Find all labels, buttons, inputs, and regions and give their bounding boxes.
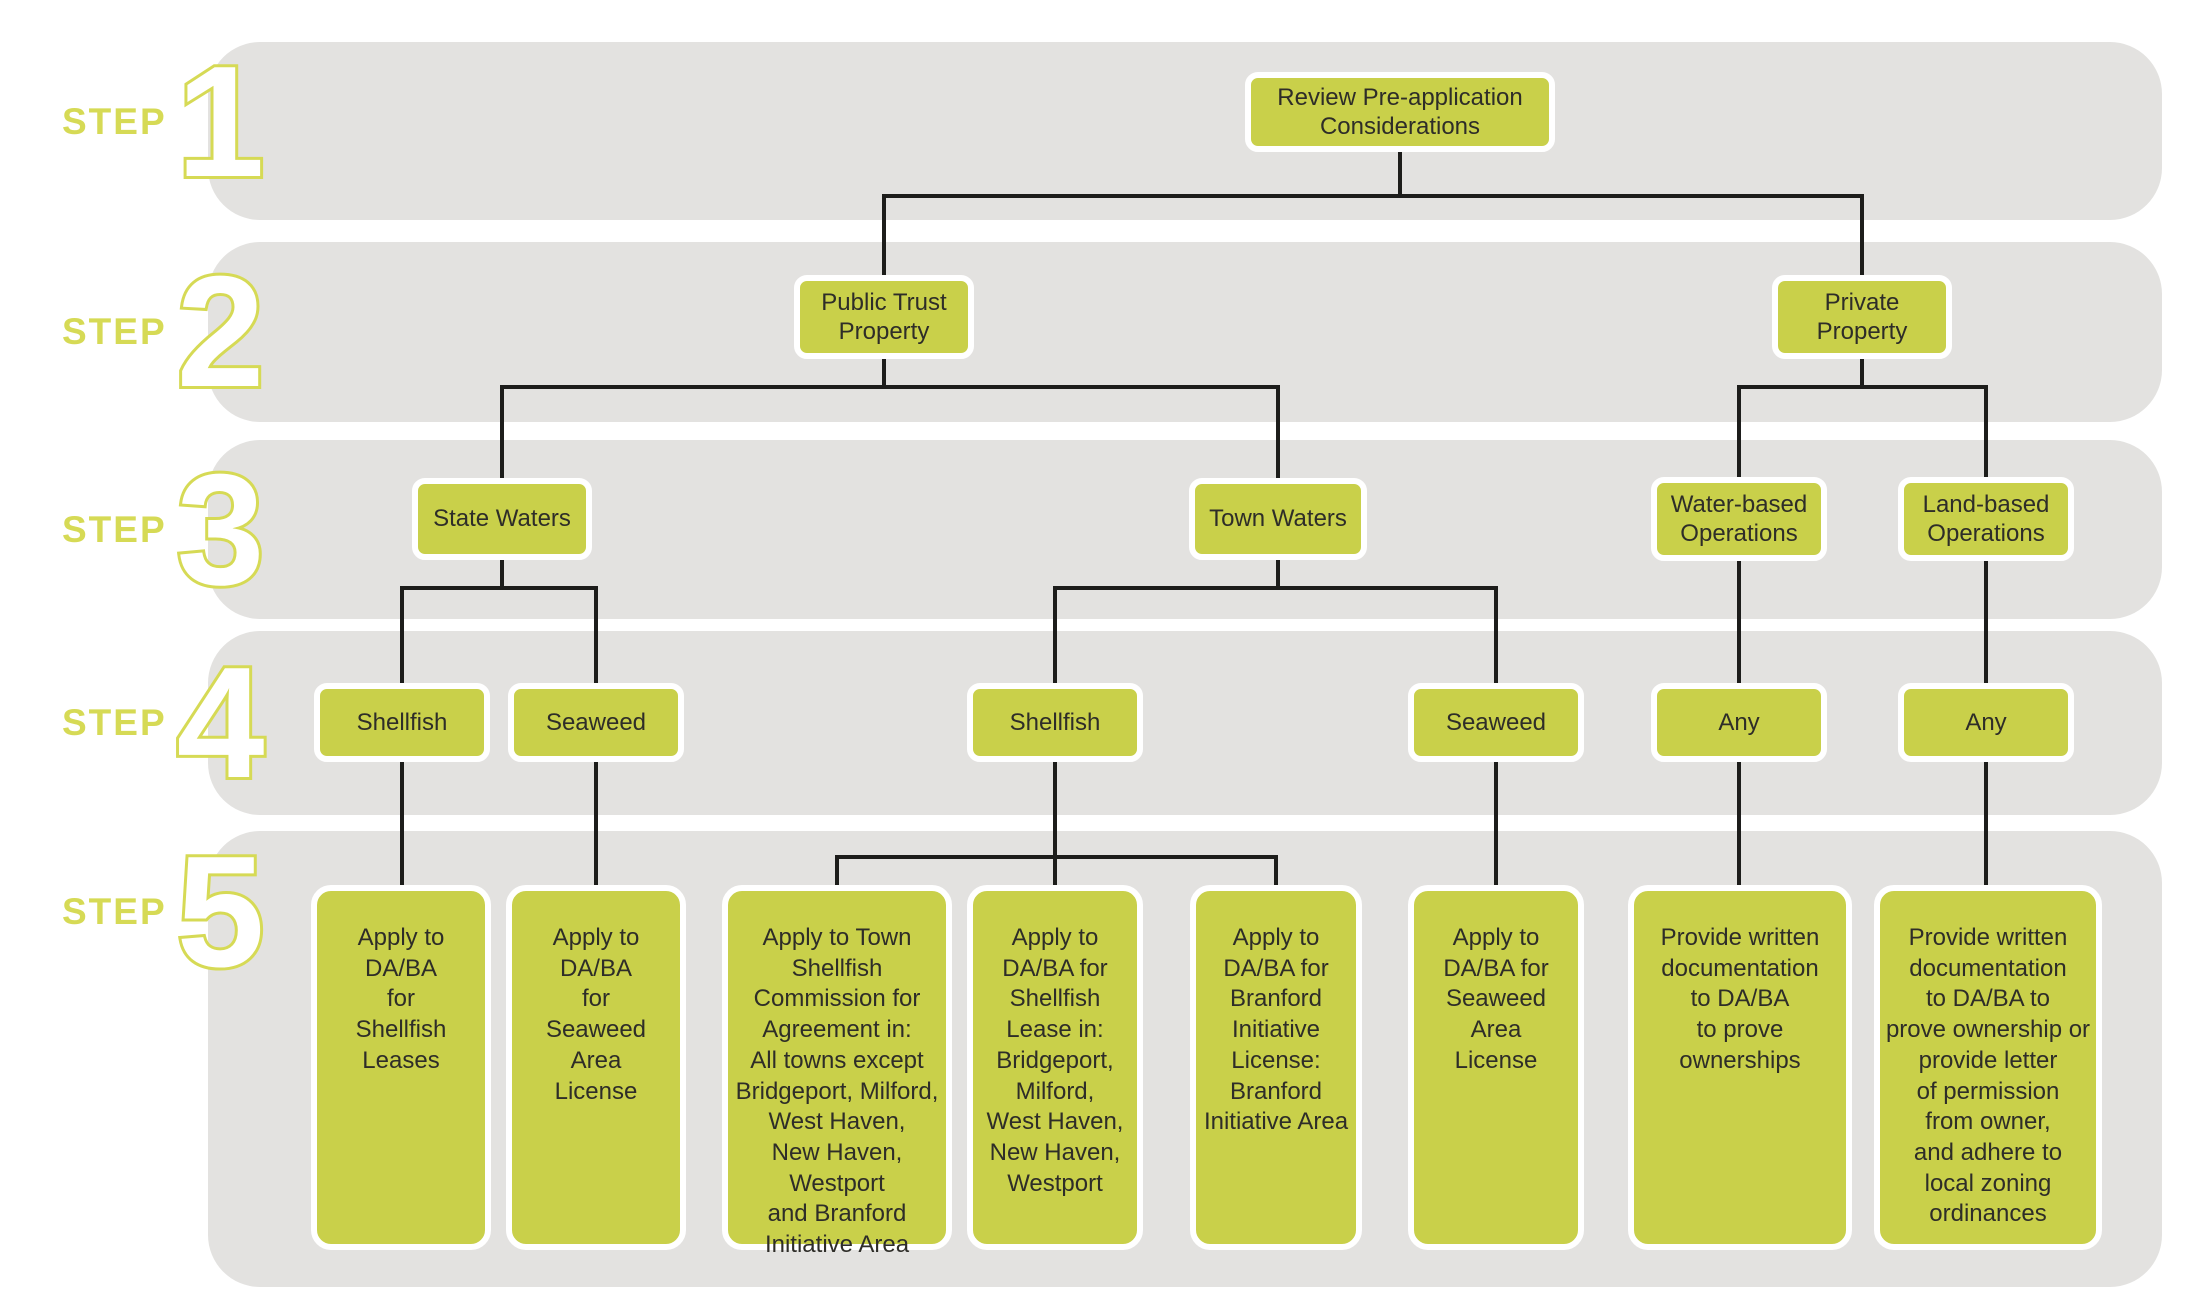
- band-step-1: [208, 42, 2162, 220]
- node-apply-seaweed-area-license-state: Apply to DA/BA for Seaweed Area License: [506, 885, 686, 1250]
- connector: [1860, 194, 1864, 277]
- connector: [500, 558, 504, 590]
- connector: [1494, 760, 1498, 887]
- node-any-water: Any: [1651, 683, 1827, 762]
- node-apply-seaweed-area-license-town: Apply to DA/BA for Seaweed Area License: [1408, 885, 1584, 1250]
- step-1-word: STEP: [62, 101, 167, 142]
- step-4-number: 4: [174, 634, 268, 811]
- node-apply-shellfish-leases: Apply to DA/BA for Shellfish Leases: [311, 885, 491, 1250]
- connector: [1053, 760, 1057, 887]
- node-shellfish-town: Shellfish: [967, 683, 1143, 762]
- connector: [400, 586, 404, 685]
- node-any-land: Any: [1898, 683, 2074, 762]
- step-3-number: 3: [174, 441, 268, 618]
- band-step-4: [208, 631, 2162, 815]
- node-shellfish-state: Shellfish: [314, 683, 490, 762]
- connector: [1984, 760, 1988, 887]
- step-4-label: STEP 4: [62, 634, 268, 811]
- connector: [400, 760, 404, 887]
- connector: [882, 194, 886, 277]
- connector: [1053, 586, 1057, 685]
- connector: [1494, 586, 1498, 685]
- connector: [1984, 385, 1988, 479]
- step-1-number: 1: [174, 33, 268, 210]
- node-water-based-operations: Water-based Operations: [1651, 477, 1827, 561]
- node-provide-documentation-ownership: Provide written documentation to DA/BA t…: [1628, 885, 1852, 1250]
- step-5-label: STEP 5: [62, 823, 268, 1000]
- step-5-word: STEP: [62, 891, 167, 932]
- node-apply-town-shellfish-commission: Apply to Town Shellfish Commission for A…: [722, 885, 952, 1258]
- connector: [882, 357, 886, 389]
- node-seaweed-state: Seaweed: [508, 683, 684, 762]
- step-3-label: STEP 3: [62, 441, 268, 618]
- connector: [500, 385, 1280, 389]
- node-review-pre-application: Review Pre-application Considerations: [1245, 72, 1555, 152]
- connector: [1053, 586, 1498, 590]
- connector: [835, 855, 839, 887]
- connector: [1276, 385, 1280, 480]
- step-2-word: STEP: [62, 311, 167, 352]
- node-town-waters: Town Waters: [1189, 478, 1367, 560]
- step-3-word: STEP: [62, 509, 167, 550]
- connector: [1737, 385, 1988, 389]
- connector: [594, 760, 598, 887]
- connector: [1737, 559, 1741, 685]
- connector: [1860, 357, 1864, 389]
- node-provide-documentation-ownership-zoning: Provide written documentation to DA/BA t…: [1874, 885, 2102, 1250]
- connector: [882, 194, 1864, 198]
- connector: [1737, 385, 1741, 479]
- connector: [400, 586, 598, 590]
- node-land-based-operations: Land-based Operations: [1898, 477, 2074, 561]
- step-2-number: 2: [174, 243, 268, 420]
- connector: [1984, 559, 1988, 685]
- connector: [594, 586, 598, 685]
- node-private-property: Private Property: [1772, 275, 1952, 359]
- connector: [835, 855, 1278, 859]
- step-4-word: STEP: [62, 702, 167, 743]
- step-2-label: STEP 2: [62, 243, 268, 420]
- node-apply-shellfish-lease-towns: Apply to DA/BA for Shellfish Lease in: B…: [967, 885, 1143, 1250]
- connector: [1274, 855, 1278, 887]
- band-step-5: [208, 831, 2162, 1287]
- node-seaweed-town: Seaweed: [1408, 683, 1584, 762]
- step-5-number: 5: [174, 823, 268, 1000]
- node-state-waters: State Waters: [412, 478, 592, 560]
- connector: [1737, 760, 1741, 887]
- node-apply-branford-initiative-license: Apply to DA/BA for Branford Initiative L…: [1190, 885, 1362, 1250]
- connector: [500, 385, 504, 480]
- step-1-label: STEP 1: [62, 33, 268, 210]
- node-public-trust-property: Public Trust Property: [794, 275, 974, 359]
- connector: [1398, 150, 1402, 196]
- connector: [1276, 558, 1280, 590]
